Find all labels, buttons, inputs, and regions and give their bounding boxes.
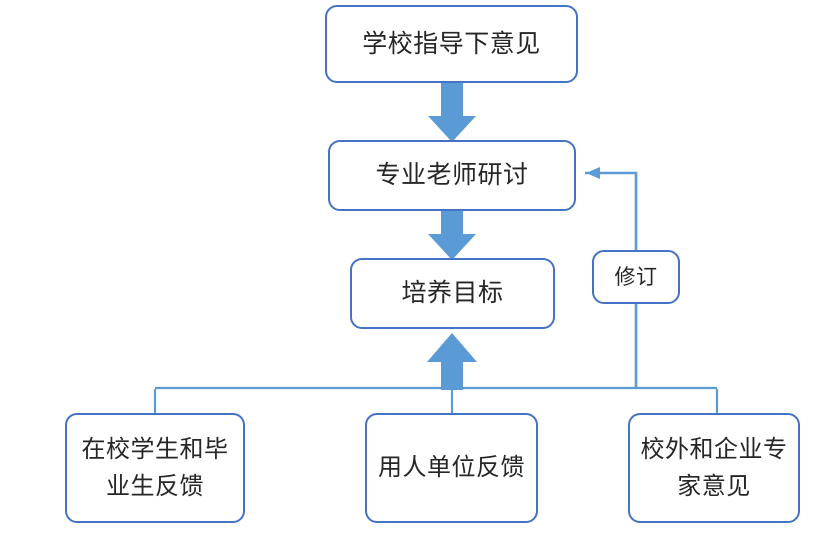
node-training-goal[interactable]: 培养目标 <box>350 258 555 329</box>
node-school-guidance[interactable]: 学校指导下意见 <box>325 5 578 83</box>
arrow-teacher-to-goal <box>428 211 476 260</box>
node-revision-label: 修订 <box>614 264 658 289</box>
node-employer-feedback-label: 用人单位反馈 <box>378 453 525 482</box>
node-teacher-discussion[interactable]: 专业老师研讨 <box>328 140 576 211</box>
arrow-school-to-teacher <box>428 83 476 142</box>
node-training-goal-label: 培养目标 <box>401 278 504 308</box>
arrow-feedback-to-goal <box>427 333 477 390</box>
node-student-feedback[interactable]: 在校学生和毕业生反馈 <box>65 413 245 523</box>
node-external-expert-opinion-label: 校外和企业专家意见 <box>640 434 788 500</box>
connector-revision-feedback <box>585 167 638 388</box>
node-school-guidance-label: 学校指导下意见 <box>362 28 541 58</box>
node-employer-feedback[interactable]: 用人单位反馈 <box>365 413 538 523</box>
node-external-expert-opinion[interactable]: 校外和企业专家意见 <box>628 413 800 523</box>
node-student-feedback-label: 在校学生和毕业生反馈 <box>81 434 229 500</box>
node-revision[interactable]: 修订 <box>592 250 680 304</box>
node-teacher-discussion-label: 专业老师研讨 <box>375 160 529 190</box>
